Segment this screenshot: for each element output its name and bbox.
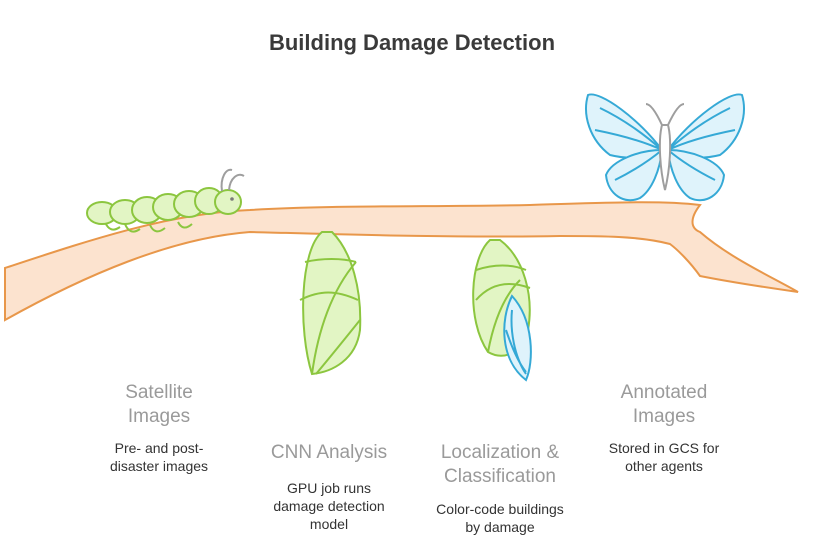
stage-satellite-description: Pre- and post- disaster images (109, 440, 209, 474)
cocoon-icon (299, 231, 362, 376)
stage-annotated-description: Stored in GCS for other agents (608, 440, 720, 474)
branch-icon (4, 201, 799, 322)
emerging-chrysalis-icon (472, 239, 532, 382)
caterpillar-icon (86, 168, 245, 233)
stage-annotated-title: Annotated Images (620, 382, 708, 427)
stage-cnn-description: GPU job runs damage detection model (273, 480, 385, 532)
butterfly-icon (585, 93, 745, 202)
stage-satellite-title: Satellite Images (125, 382, 193, 427)
stage-localization-title: Localization & Classification (440, 442, 560, 487)
stage-cnn-title: CNN Analysis (270, 442, 388, 463)
diagram-title: Building Damage Detection (268, 30, 556, 55)
stage-localization-description: Color-code buildings by damage (436, 501, 564, 535)
